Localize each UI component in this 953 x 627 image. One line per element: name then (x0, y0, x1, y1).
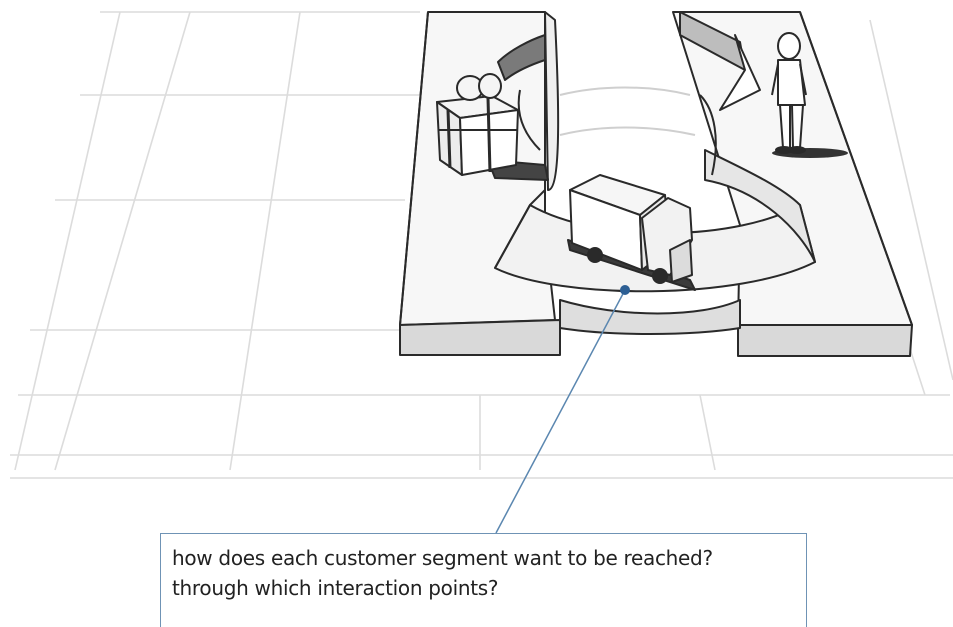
canvas-board (399, 11, 913, 357)
truck-icon (567, 174, 696, 291)
callout-box: how does each customer segment want to b… (160, 533, 807, 627)
person-icon (771, 32, 848, 158)
callout-question-line-1: how does each customer segment want to b… (172, 546, 713, 570)
callout-leader (495, 285, 630, 534)
gift-icon (436, 73, 549, 181)
callout-question-line-2: through which interaction points? (172, 576, 499, 600)
